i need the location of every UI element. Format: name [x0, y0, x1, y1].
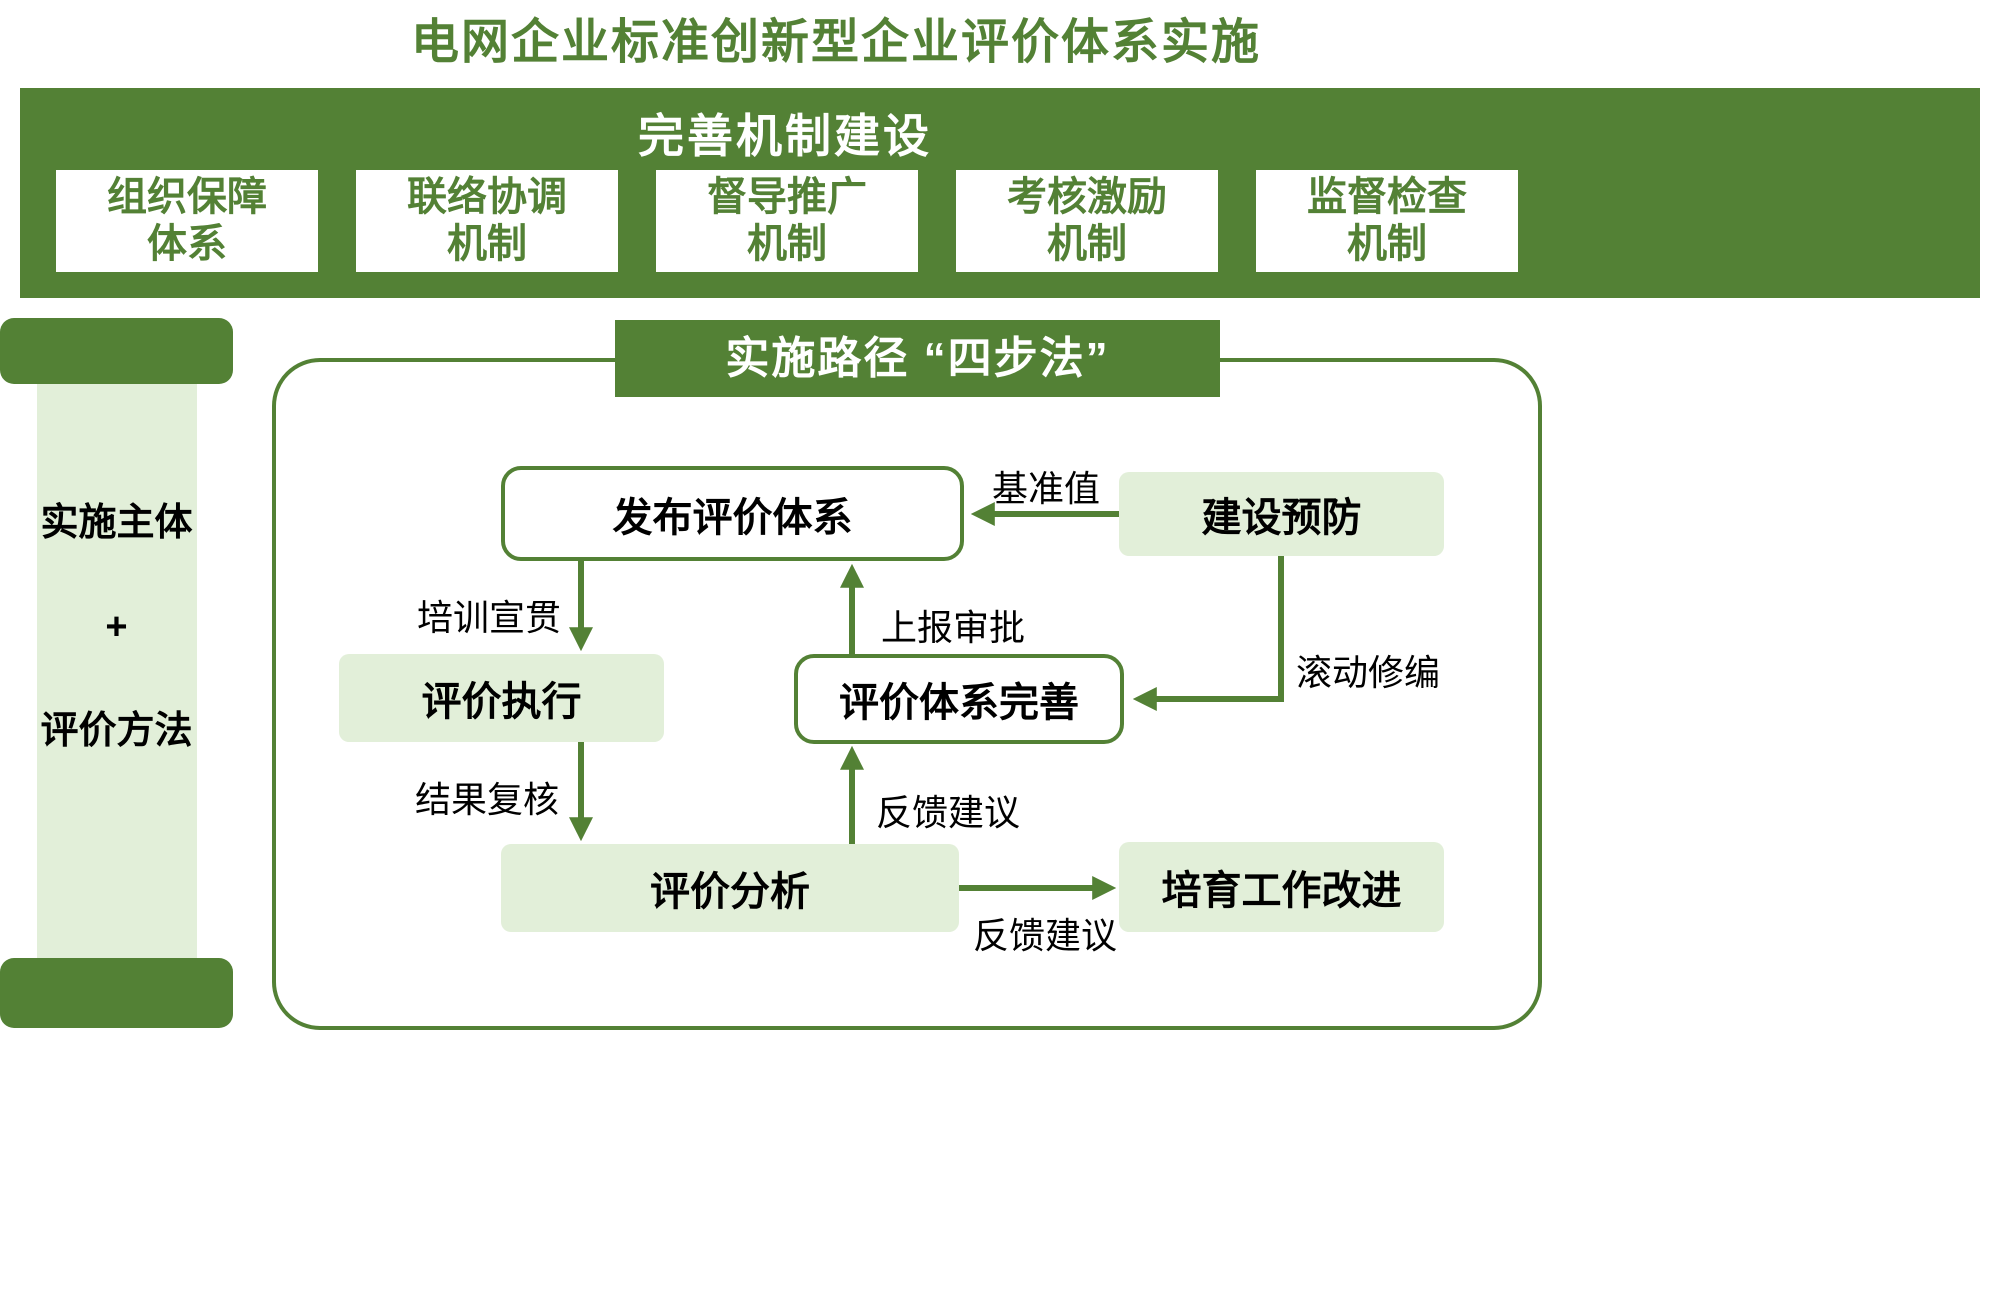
arrow-rolling-revision	[1132, 556, 1284, 711]
mechanism-box-line2: 机制	[747, 222, 827, 266]
arrow-label-baseline-value: 基准值	[991, 468, 1100, 509]
mechanism-box-liaison-coordination: 联络协调 机制	[356, 170, 618, 272]
pillar-text: 实施主体 + 评价方法	[0, 502, 233, 752]
node-publish-evaluation-system: 发布评价体系	[501, 466, 964, 561]
arrow-label-result-review: 结果复核	[414, 779, 559, 820]
mechanism-box-organization-guarantee: 组织保障 体系	[56, 170, 318, 272]
pillar-bottom-cap	[0, 958, 233, 1028]
arrow-label-feedback-right: 反馈建议	[972, 915, 1117, 956]
mechanism-box-supervision-inspection: 监督检查 机制	[1256, 170, 1518, 272]
mechanism-box-line2: 体系	[147, 222, 227, 266]
node-cultivation-work-improvement: 培育工作改进	[1119, 842, 1444, 932]
mechanism-box-line1: 督导推广	[707, 174, 867, 219]
node-evaluation-system-improvement: 评价体系完善	[794, 654, 1124, 744]
node-evaluation-analysis: 评价分析	[501, 844, 959, 932]
page-title: 电网企业标准创新型企业评价体系实施	[410, 16, 1261, 69]
arrow-label-report-approval: 上报审批	[880, 607, 1025, 648]
node-build-prevention: 建设预防	[1119, 472, 1444, 556]
pillar-body	[37, 348, 197, 998]
node-evaluation-execution: 评价执行	[339, 654, 664, 742]
arrow-label-training: 培训宣贯	[416, 597, 561, 638]
arrow-label-feedback-up: 反馈建议	[875, 792, 1020, 833]
mechanism-box-line2: 机制	[1347, 222, 1427, 266]
mechanism-box-supervision-promotion: 督导推广 机制	[656, 170, 918, 272]
flow-header: 实施路径 “四步法”	[615, 320, 1220, 397]
pillar-line-plus: +	[105, 605, 128, 648]
mechanism-box-row: 组织保障 体系 联络协调 机制 督导推广 机制 考核激励 机制 监督检查 机制	[56, 170, 1518, 272]
mechanism-banner-title: 完善机制建设	[638, 110, 932, 162]
mechanism-box-assessment-incentive: 考核激励 机制	[956, 170, 1218, 272]
pillar-line-subject: 实施主体	[40, 502, 193, 544]
mechanism-box-line1: 组织保障	[107, 174, 267, 219]
pillar-line-method: 评价方法	[40, 709, 193, 752]
arrow-label-rolling-revision: 滚动修编	[1295, 652, 1440, 693]
mechanism-box-line2: 机制	[447, 222, 527, 266]
mechanism-box-line1: 监督检查	[1307, 174, 1467, 219]
mechanism-box-line1: 联络协调	[407, 174, 567, 219]
flow-container: 实施路径 “四步法” 发布评价体系 建设预防 评价执行 评价体系完善 评价分析 …	[272, 320, 1542, 1030]
pillar-top-cap	[0, 318, 233, 384]
mechanism-banner: 完善机制建设 组织保障 体系 联络协调 机制 督导推广 机制 考核激励 机制 监…	[20, 88, 1980, 298]
implementation-pillar: 实施主体 + 评价方法	[0, 318, 233, 1030]
mechanism-box-line1: 考核激励	[1007, 174, 1167, 219]
mechanism-box-line2: 机制	[1047, 222, 1127, 266]
